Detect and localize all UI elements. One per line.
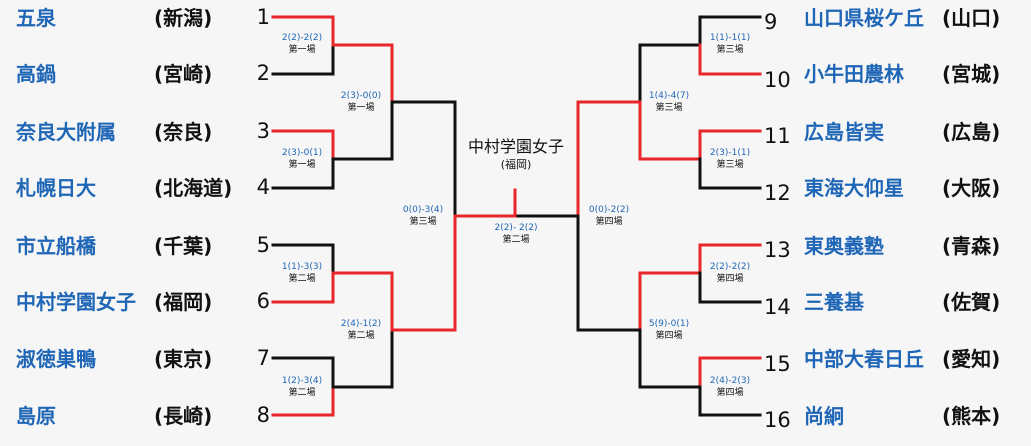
seed-16: 16 bbox=[764, 408, 791, 432]
team-pref-2: (宮崎) bbox=[154, 62, 213, 86]
score-venue: 第三場 bbox=[716, 45, 744, 55]
seed-6: 6 bbox=[256, 289, 270, 313]
score-value: 2(2)- 2(2) bbox=[494, 223, 538, 233]
seed-13: 13 bbox=[764, 238, 791, 262]
seed-12: 12 bbox=[764, 181, 791, 205]
match-score-r2-1: 1(4)-4(7) 第三場 bbox=[649, 90, 689, 114]
score-venue: 第一場 bbox=[347, 103, 375, 113]
team-pref-7: (東京) bbox=[154, 347, 213, 371]
match-score-r1-2: 2(3)-1(1) 第三場 bbox=[710, 147, 750, 171]
match-score-l2-2: 2(4)-1(2) 第二場 bbox=[341, 318, 381, 342]
score-venue: 第一場 bbox=[288, 45, 316, 55]
team-name-13: 東奥義塾 bbox=[804, 234, 884, 258]
team-pref-11: (広島) bbox=[942, 120, 1001, 144]
team-name-9: 山口県桜ケ丘 bbox=[804, 6, 924, 30]
score-value: 1(2)-3(4) bbox=[281, 376, 323, 386]
team-pref-10: (宮城) bbox=[942, 62, 1001, 86]
team-pref-15: (愛知) bbox=[942, 347, 1001, 371]
score-venue: 第二場 bbox=[288, 274, 316, 284]
score-value: 0(0)-3(4) bbox=[402, 205, 444, 215]
seed-5: 5 bbox=[256, 233, 270, 257]
team-pref-12: (大阪) bbox=[942, 176, 1001, 200]
team-name-8: 島原 bbox=[16, 404, 56, 428]
team-name-16: 尚絅 bbox=[804, 404, 844, 428]
score-value: 5(9)-0(1) bbox=[648, 319, 690, 329]
seed-2: 2 bbox=[256, 61, 270, 85]
champion-name: 中村学園女子 bbox=[467, 137, 565, 156]
seed-10: 10 bbox=[764, 68, 791, 92]
team-name-12: 東海大仰星 bbox=[804, 176, 904, 200]
score-value: 2(3)-1(1) bbox=[709, 148, 751, 158]
score-value: 2(4)-1(2) bbox=[340, 319, 382, 329]
team-name-4: 札幌日大 bbox=[16, 176, 96, 200]
team-name-3: 奈良大附属 bbox=[16, 120, 116, 144]
team-name-14: 三養基 bbox=[804, 290, 864, 314]
seed-1: 1 bbox=[256, 5, 270, 29]
match-score-r1-3: 2(2)-2(2) 第四場 bbox=[710, 261, 750, 285]
seed-7: 7 bbox=[256, 346, 270, 370]
match-score-l1-4: 1(2)-3(4) 第二場 bbox=[282, 375, 322, 399]
match-score-r1-4: 2(4)-2(3) 第四場 bbox=[710, 375, 750, 399]
match-score-l1-3: 1(1)-3(3) 第二場 bbox=[282, 261, 322, 285]
score-value: 2(3)-0(0) bbox=[340, 91, 382, 101]
match-score-r2-2: 5(9)-0(1) 第四場 bbox=[649, 318, 689, 342]
score-venue: 第四場 bbox=[595, 217, 623, 227]
team-pref-16: (熊本) bbox=[942, 404, 1001, 428]
score-value: 1(1)-3(3) bbox=[281, 262, 323, 272]
match-score-l2-1: 2(3)-0(0) 第一場 bbox=[341, 90, 381, 114]
score-value: 2(3)-0(1) bbox=[281, 148, 323, 158]
score-venue: 第一場 bbox=[288, 160, 316, 170]
team-name-11: 広島皆実 bbox=[804, 120, 884, 144]
team-pref-14: (佐賀) bbox=[942, 290, 1001, 314]
score-value: 0(0)-2(2) bbox=[588, 205, 630, 215]
score-value: 2(2)-2(2) bbox=[281, 33, 323, 43]
seed-3: 3 bbox=[256, 119, 270, 143]
team-pref-5: (千葉) bbox=[154, 234, 213, 258]
team-name-1: 五泉 bbox=[16, 6, 56, 30]
seed-8: 8 bbox=[256, 403, 270, 427]
team-name-6: 中村学園女子 bbox=[16, 290, 136, 314]
team-pref-13: (青森) bbox=[942, 234, 1001, 258]
match-score-l3: 0(0)-3(4) 第三場 bbox=[403, 204, 443, 228]
seed-15: 15 bbox=[764, 352, 791, 376]
score-value: 1(4)-4(7) bbox=[648, 91, 690, 101]
match-score-l1-2: 2(3)-0(1) 第一場 bbox=[282, 147, 322, 171]
score-value: 2(4)-2(3) bbox=[709, 376, 751, 386]
match-score-r3: 0(0)-2(2) 第四場 bbox=[589, 204, 629, 228]
team-pref-8: (長崎) bbox=[154, 404, 213, 428]
match-score-r1-1: 1(1)-1(1) 第三場 bbox=[710, 32, 750, 56]
team-pref-9: (山口) bbox=[942, 6, 1001, 30]
seed-14: 14 bbox=[764, 295, 791, 319]
team-pref-1: (新潟) bbox=[154, 6, 213, 30]
match-score-l1-1: 2(2)-2(2) 第一場 bbox=[282, 32, 322, 56]
score-value: 2(2)-2(2) bbox=[709, 262, 751, 272]
team-name-2: 高鍋 bbox=[16, 62, 56, 86]
score-venue: 第三場 bbox=[716, 160, 744, 170]
team-pref-4: (北海道) bbox=[154, 176, 233, 200]
team-name-10: 小牛田農林 bbox=[804, 62, 904, 86]
score-venue: 第二場 bbox=[502, 235, 530, 245]
score-venue: 第四場 bbox=[716, 388, 744, 398]
score-venue: 第三場 bbox=[409, 217, 437, 227]
score-value: 1(1)-1(1) bbox=[709, 33, 751, 43]
score-venue: 第四場 bbox=[716, 274, 744, 284]
match-score-final: 2(2)- 2(2) 第二場 bbox=[494, 222, 537, 246]
team-name-5: 市立船橋 bbox=[16, 234, 96, 258]
score-venue: 第三場 bbox=[655, 103, 683, 113]
seed-11: 11 bbox=[764, 124, 791, 148]
score-venue: 第二場 bbox=[347, 331, 375, 341]
team-pref-3: (奈良) bbox=[154, 120, 213, 144]
score-venue: 第二場 bbox=[288, 388, 316, 398]
champion-label: 中村学園女子 (福岡) bbox=[468, 136, 564, 172]
seed-4: 4 bbox=[256, 175, 270, 199]
team-pref-6: (福岡) bbox=[154, 290, 213, 314]
team-name-7: 淑徳巣鴨 bbox=[16, 347, 96, 371]
champion-pref: (福岡) bbox=[500, 158, 532, 171]
score-venue: 第四場 bbox=[655, 331, 683, 341]
team-name-15: 中部大春日丘 bbox=[804, 347, 924, 371]
seed-9: 9 bbox=[764, 10, 778, 34]
